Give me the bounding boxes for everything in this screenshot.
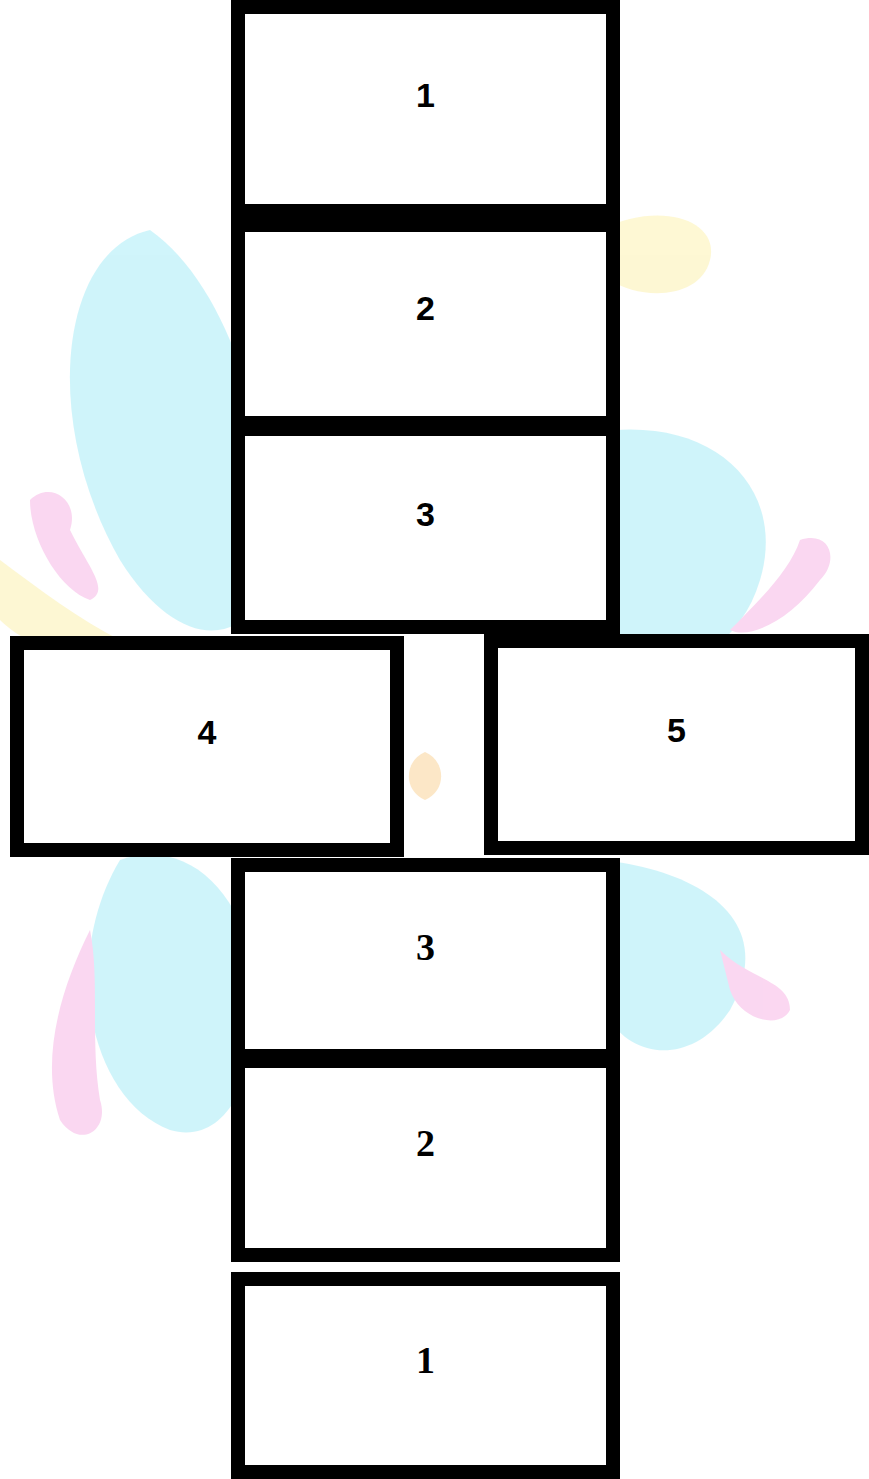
pink-drop (720, 950, 790, 1020)
hopscotch-square: 1 (231, 1272, 620, 1479)
hopscotch-square: 2 (231, 218, 620, 430)
pink-drop (52, 930, 102, 1135)
square-number: 1 (245, 1341, 606, 1379)
square-number: 2 (245, 291, 606, 325)
square-number: 3 (245, 497, 606, 531)
square-number: 1 (245, 78, 606, 112)
square-number: 2 (245, 1124, 606, 1162)
pink-drop (30, 492, 98, 600)
hopscotch-square: 1 (231, 0, 620, 218)
hopscotch-square: 3 (231, 422, 620, 634)
yellow-blob (409, 752, 441, 800)
hopscotch-square: 5 (484, 634, 869, 855)
square-number: 5 (498, 713, 855, 747)
hopscotch-square: 2 (231, 1054, 620, 1262)
square-number: 3 (245, 928, 606, 966)
hopscotch-square: 4 (10, 636, 404, 857)
hopscotch-square: 3 (231, 858, 620, 1063)
pink-drop (730, 538, 830, 633)
square-number: 4 (24, 715, 390, 749)
